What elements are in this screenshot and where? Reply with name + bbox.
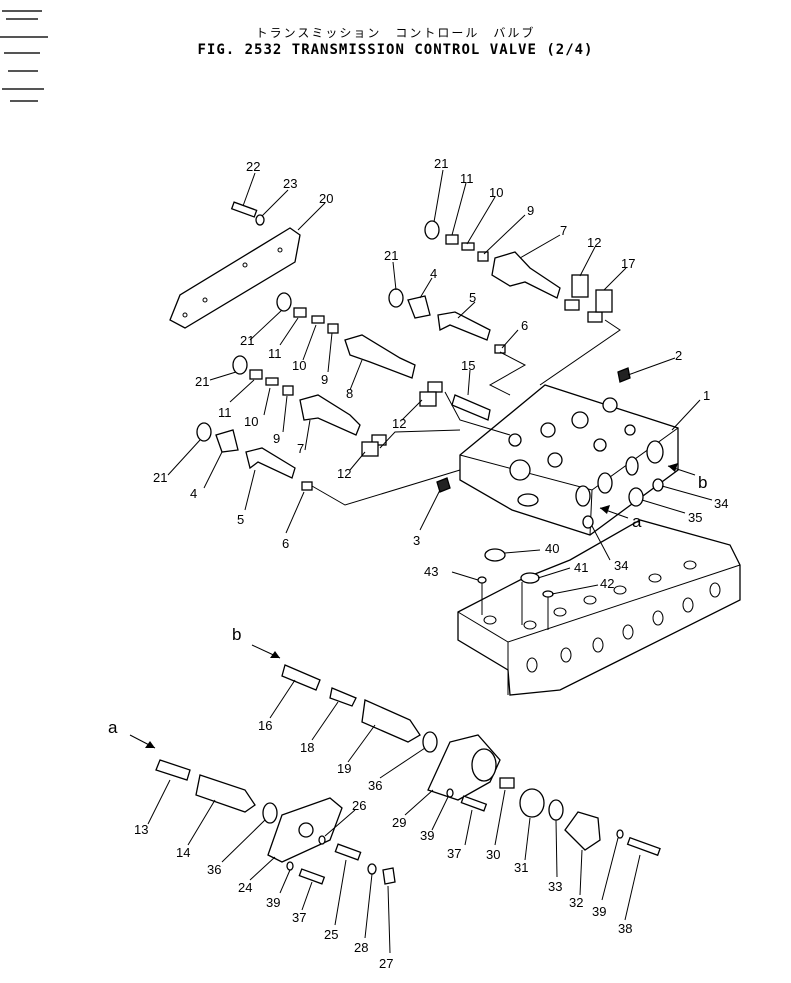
callout-1: 1 [703,388,710,403]
callout-43: 43 [424,564,438,579]
callout-33: 33 [548,879,562,894]
washer-part [255,214,265,226]
callout-5: 5 [469,290,476,305]
callout-19: 19 [337,761,351,776]
reference-label-a: a [632,512,642,531]
callout-35: 35 [688,510,702,525]
callout-2: 2 [675,348,682,363]
callout-11: 11 [460,171,474,186]
callout-6: 6 [282,536,289,551]
callout-9: 9 [321,372,328,387]
callout-39: 39 [592,904,606,919]
callout-29: 29 [392,815,406,830]
callout-12: 12 [392,416,406,431]
callout-37: 37 [447,846,461,861]
reference-label-a: a [108,718,118,737]
leader-lines [147,169,713,954]
callout-32: 32 [569,895,583,910]
callout-26: 26 [352,798,366,813]
callout-20: 20 [319,191,333,206]
callout-40: 40 [545,541,559,556]
callout-15: 15 [461,358,475,373]
scan-noise [0,10,48,102]
callout-39: 39 [266,895,280,910]
reference-label-b: b [698,473,707,492]
callout-28: 28 [354,940,368,955]
valve-body-part [459,384,679,536]
callout-23: 23 [283,176,297,191]
callout-10: 10 [244,414,258,429]
callout-11: 11 [218,405,232,420]
callout-38: 38 [618,921,632,936]
callout-41: 41 [574,560,588,575]
callout-6: 6 [521,318,528,333]
reference-label-b: b [232,625,241,644]
callout-25: 25 [324,927,338,942]
callout-3: 3 [413,533,420,548]
callout-34: 34 [714,496,728,511]
callout-14: 14 [176,845,190,860]
callout-21: 21 [384,248,398,263]
callout-10: 10 [489,185,503,200]
callout-21: 21 [240,333,254,348]
callout-30: 30 [486,847,500,862]
callout-9: 9 [527,203,534,218]
callout-22: 22 [246,159,260,174]
diagram-title-japanese: トランスミッション コントロール バルブ [255,26,536,40]
callout-18: 18 [300,740,314,755]
gasket-plate-part [169,227,301,329]
lower-housing-part [457,519,741,696]
callout-10: 10 [292,358,306,373]
callout-labels: 1 2 3 4 4 5 5 6 6 7 7 8 9 9 9 10 10 10 1… [108,156,728,971]
callout-12: 12 [337,466,351,481]
callout-4: 4 [430,266,437,281]
spool-assembly-parts [196,220,631,493]
routing-lines [311,319,621,506]
callout-7: 7 [560,223,567,238]
callout-21: 21 [195,374,209,389]
callout-31: 31 [514,860,528,875]
callout-42: 42 [600,576,614,591]
lower-assembly-parts [155,664,661,885]
gasket-holes [182,247,283,318]
callout-4: 4 [190,486,197,501]
reference-arrows [129,463,696,749]
callout-16: 16 [258,718,272,733]
callout-37: 37 [292,910,306,925]
bolt-part [230,201,258,218]
callout-24: 24 [238,880,252,895]
o-ring-parts [477,478,664,630]
diagram-title: FIG. 2532 TRANSMISSION CONTROL VALVE (2/… [197,42,594,58]
callout-34: 34 [614,558,628,573]
callout-17: 17 [621,256,635,271]
callout-27: 27 [379,956,393,971]
callout-11: 11 [268,346,282,361]
callout-36: 36 [207,862,221,877]
callout-9: 9 [273,431,280,446]
callout-21: 21 [434,156,448,171]
callout-21: 21 [153,470,167,485]
callout-5: 5 [237,512,244,527]
callout-8: 8 [346,386,353,401]
callout-12: 12 [587,235,601,250]
callout-13: 13 [134,822,148,837]
callout-7: 7 [297,441,304,456]
callout-39: 39 [420,828,434,843]
callout-36: 36 [368,778,382,793]
